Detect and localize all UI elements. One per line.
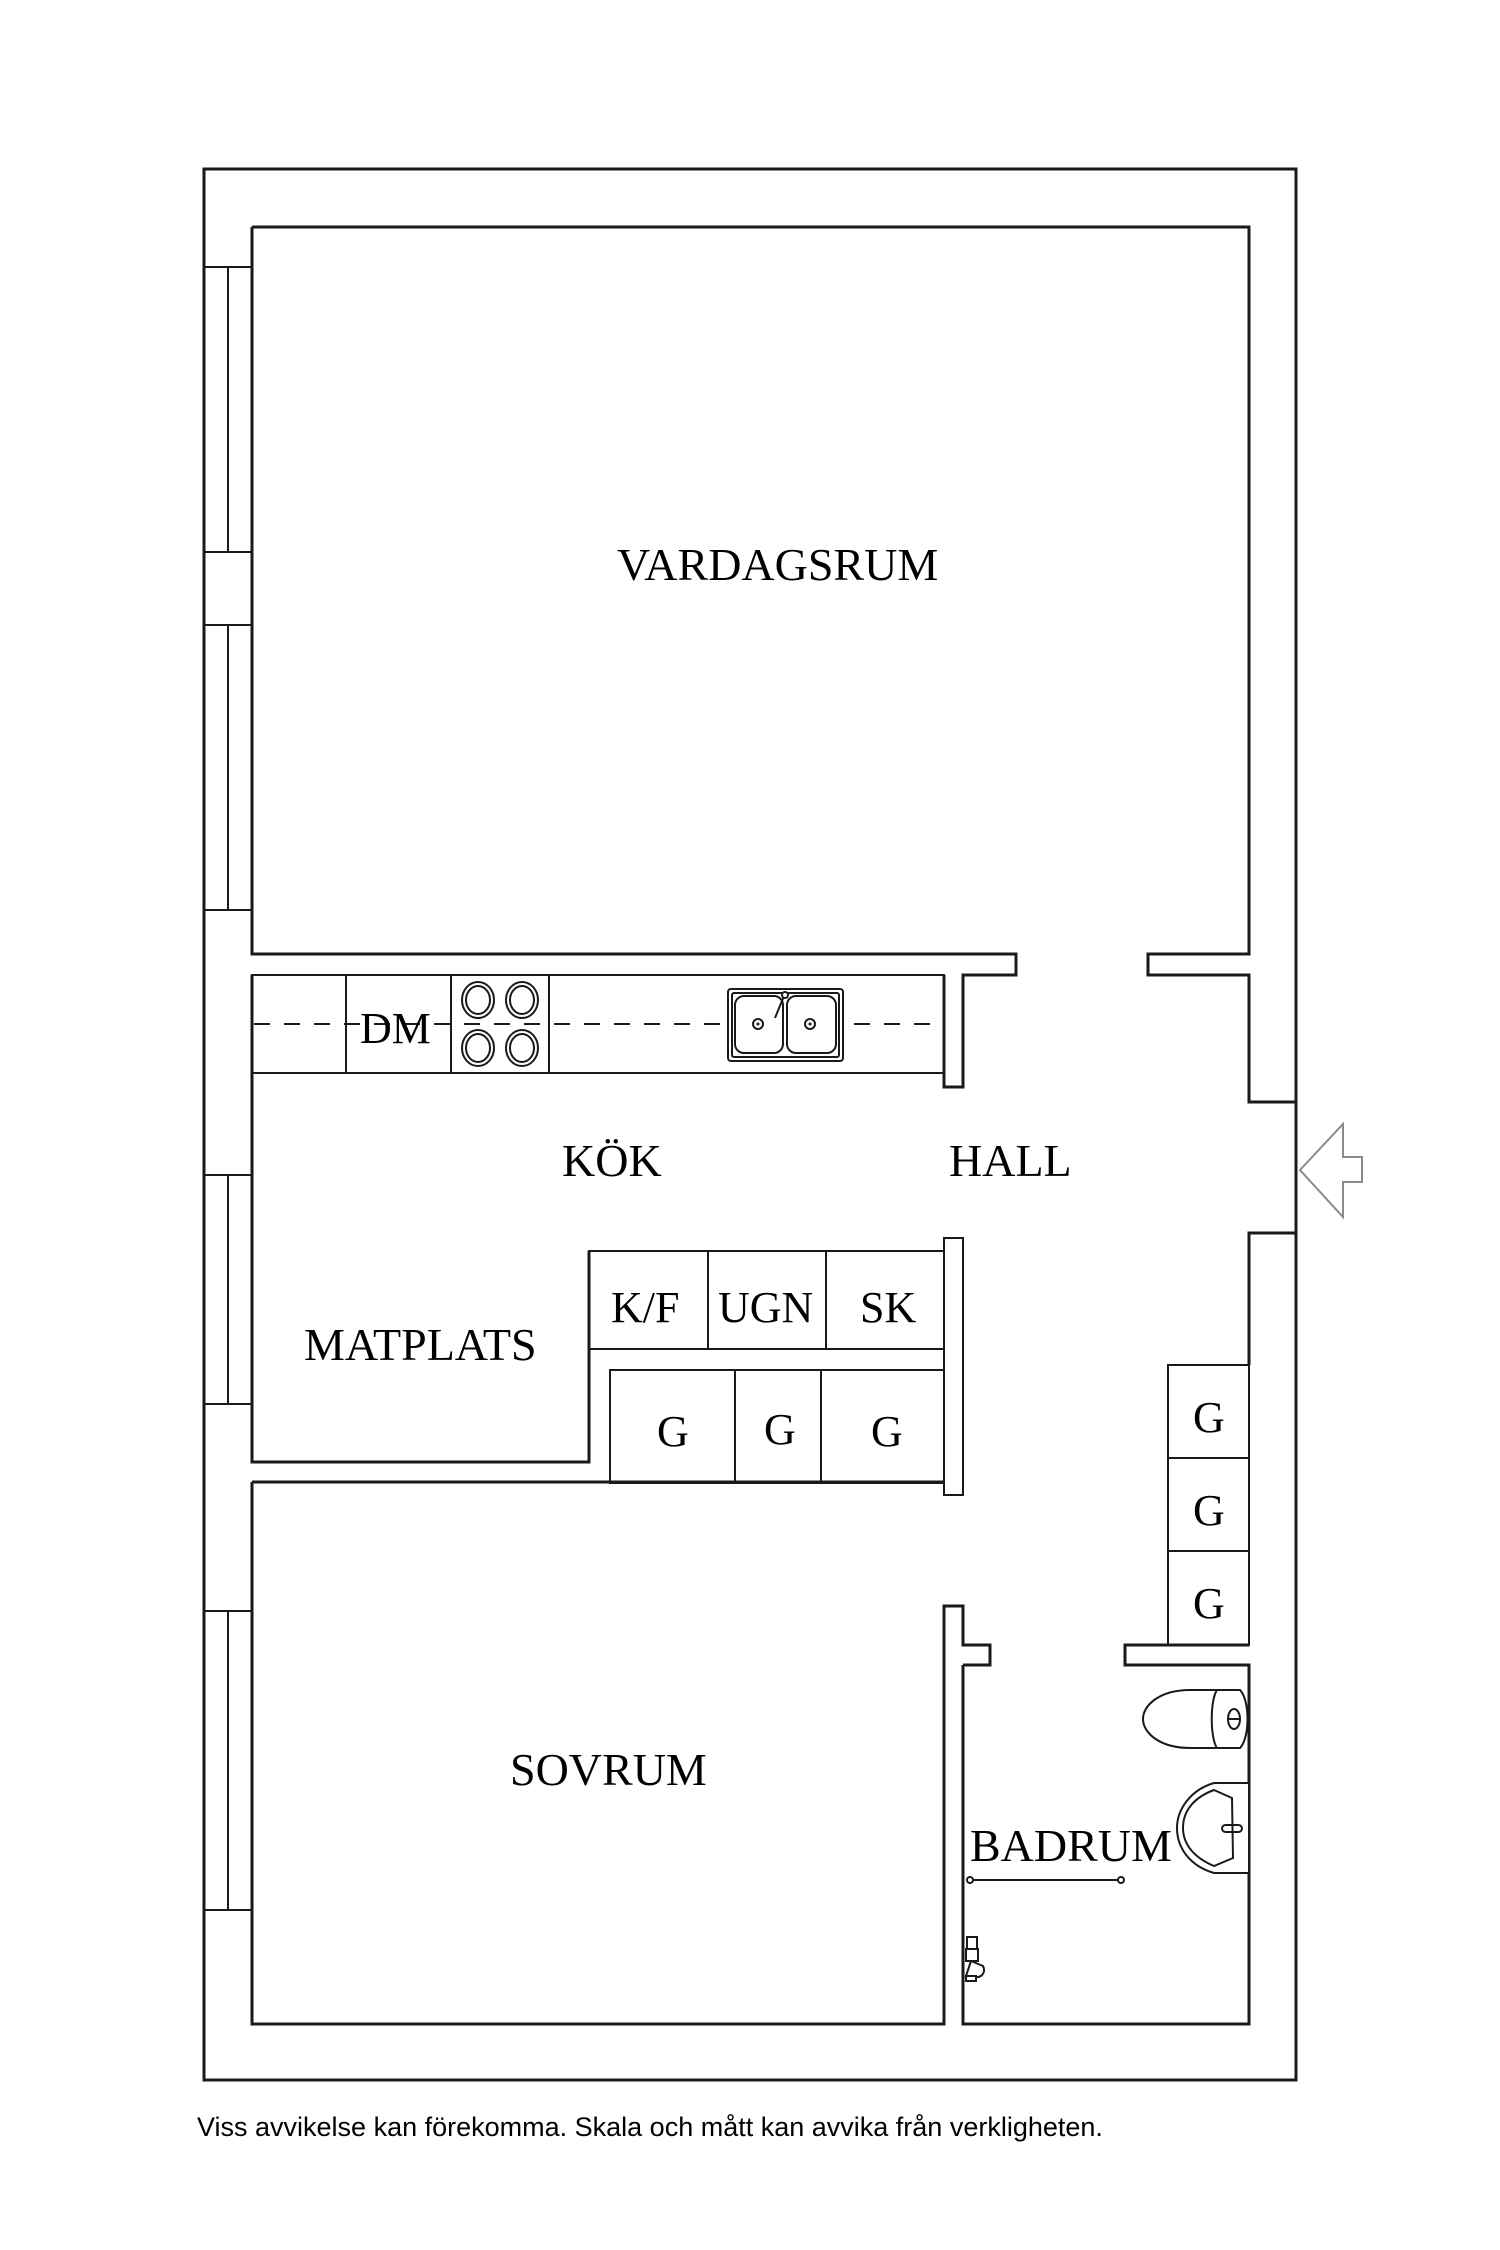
entrance-arrow-icon <box>1298 1121 1363 1220</box>
room-kitchen: DM KÖK MATPLATS K/F UGN SK <box>250 974 964 1496</box>
fridge-freezer-label: K/F <box>611 1283 679 1332</box>
wardrobe-label: G <box>1193 1486 1225 1535</box>
window-kitchen <box>203 1174 253 1405</box>
room-label-living: VARDAGSRUM <box>617 539 938 590</box>
window-living-1 <box>203 266 253 553</box>
window-living-2 <box>203 624 253 911</box>
room-label-hall: HALL <box>949 1135 1072 1186</box>
sink-icon <box>727 988 844 1062</box>
washbasin-icon <box>1175 1782 1250 1874</box>
room-label-dining: MATPLATS <box>304 1319 537 1370</box>
room-bathroom: BADRUM <box>961 1643 1251 2026</box>
kitchen-counter <box>251 974 945 1074</box>
room-label-kitchen: KÖK <box>562 1135 662 1186</box>
cabinet-label: SK <box>860 1283 916 1332</box>
window-bedroom <box>203 1610 253 1911</box>
wardrobe-label: G <box>1193 1579 1225 1628</box>
oven-label: UGN <box>718 1283 813 1332</box>
room-label-bedroom: SOVRUM <box>510 1744 707 1795</box>
room-label-bathroom: BADRUM <box>970 1820 1172 1871</box>
room-hall: HALL G G G <box>949 1135 1296 1646</box>
wardrobe-label: G <box>871 1407 903 1456</box>
stove-icon <box>461 981 539 1067</box>
wardrobe-label: G <box>657 1407 689 1456</box>
shower-rail-icon <box>966 1876 1125 1884</box>
dishwasher-label: DM <box>360 1004 431 1053</box>
disclaimer-caption: Viss avvikelse kan förekomma. Skala och … <box>197 2112 1103 2142</box>
shower-tap-icon <box>964 1936 985 1982</box>
room-living: VARDAGSRUM <box>250 225 1296 1104</box>
exterior-walls <box>202 167 1298 2082</box>
room-bedroom: SOVRUM <box>250 1480 992 2026</box>
windows <box>203 266 253 1911</box>
wardrobe-label: G <box>1193 1393 1225 1442</box>
toilet-icon <box>1141 1689 1249 1749</box>
wardrobe-label: G <box>764 1405 796 1454</box>
